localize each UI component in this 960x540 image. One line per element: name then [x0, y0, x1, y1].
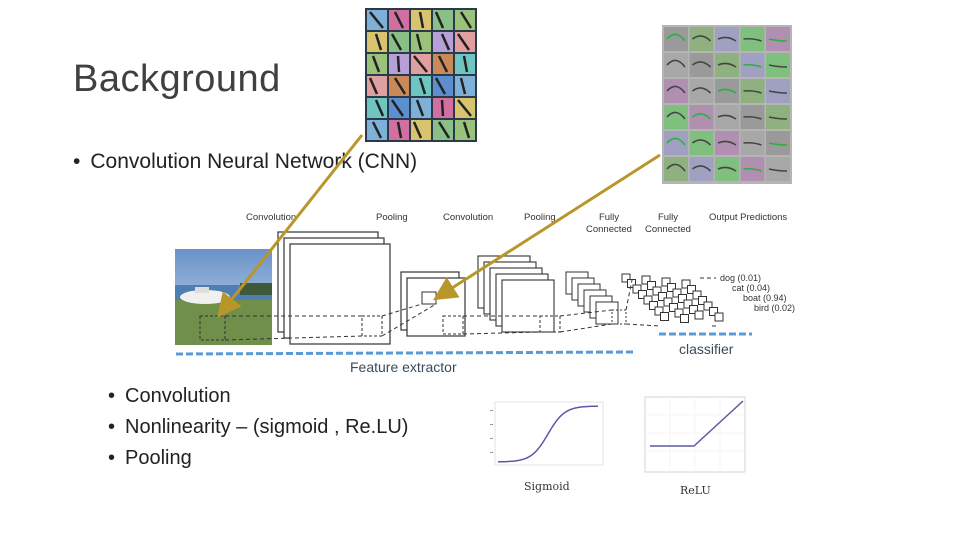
sigmoid-caption: Sigmoid [524, 480, 570, 493]
relu-plot [644, 396, 746, 473]
stage-label-convolution-1: Convolution [246, 212, 297, 223]
sub-bullet-convolution: •Convolution [108, 385, 231, 407]
input-boat-photo [175, 249, 272, 345]
conv-layer-2-maps [477, 255, 555, 333]
arrow-low-level-filters [217, 134, 364, 318]
slide-title: Background [73, 58, 281, 100]
prediction-dog: dog (0.01) [720, 273, 762, 283]
high-level-filters-image [662, 25, 792, 184]
feature-extractor-bracket [175, 350, 635, 356]
prediction-bird: bird (0.02) [754, 303, 796, 313]
stage-label-convolution-2: Convolution [443, 212, 494, 223]
sigmoid-plot [490, 401, 604, 466]
stage-label-fc-2: Fully Connected [645, 212, 691, 235]
classifier-label: classifier [679, 341, 734, 357]
stage-label-pooling-2: Pooling [524, 212, 556, 223]
pool-layer-2-maps [565, 271, 627, 325]
conv1-receptive-field [361, 315, 383, 337]
sub-bullet-nonlinearity: •Nonlinearity – (sigmoid , Re.LU) [108, 416, 409, 438]
conv-layer-1-maps [277, 231, 391, 345]
relu-caption: ReLU [680, 484, 711, 497]
fully-connected-layer-1 [621, 273, 669, 321]
sub-bullet-pooling: •Pooling [108, 447, 192, 469]
prediction-cat: cat (0.04) [732, 283, 771, 293]
projection-lines [224, 277, 716, 341]
fully-connected-layer-2 [641, 275, 724, 323]
arrow-high-level-filters [432, 153, 661, 301]
stage-label-output: Output Predictions [709, 212, 788, 223]
low-level-filters-image [365, 8, 477, 142]
stage-label-pooling-1: Pooling [376, 212, 408, 223]
bullet-dot: • [73, 150, 81, 173]
prediction-boat: boat (0.94) [743, 293, 787, 303]
stage-label-fc-1: Fully Connected [586, 212, 632, 235]
feature-extractor-label: Feature extractor [350, 359, 457, 375]
